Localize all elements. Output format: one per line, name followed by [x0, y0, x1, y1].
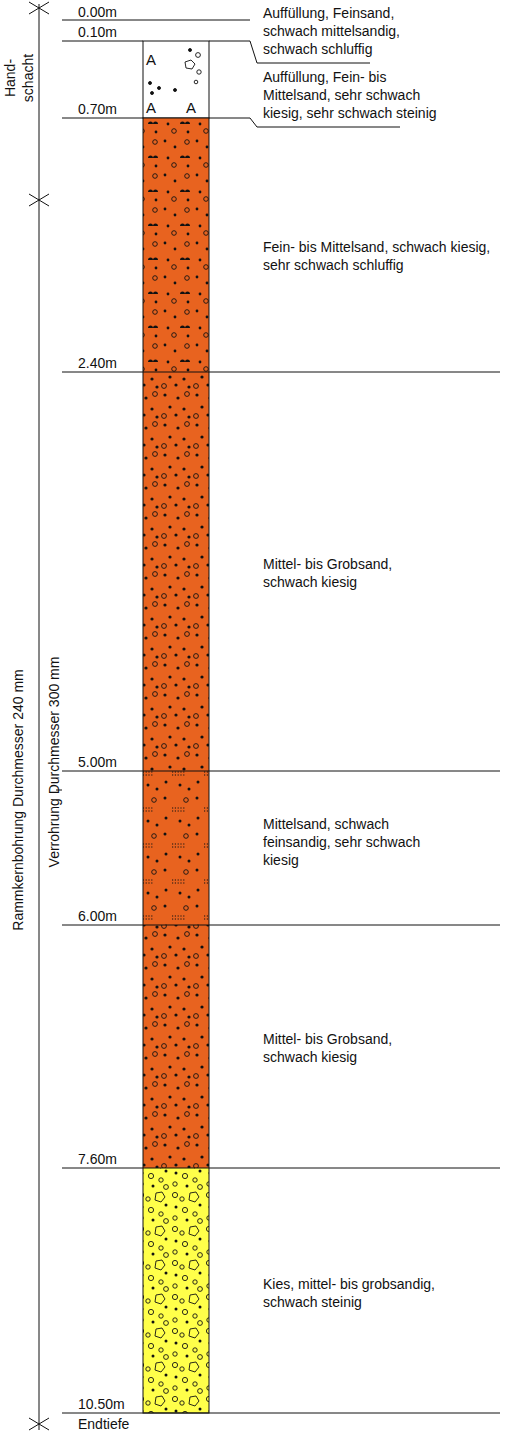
section-label: Verrohrung Durchmesser 300 mm	[45, 657, 63, 868]
fill-symbol: A	[186, 100, 196, 115]
layer-description: Fein- bis Mittelsand, schwach kiesig, se…	[263, 238, 508, 274]
depth-label: 0.00m	[78, 3, 117, 21]
depth-label: 6.00m	[78, 907, 117, 925]
depth-label: Endtiefe	[78, 1415, 129, 1433]
depth-label: 7.60m	[78, 1150, 117, 1168]
layer-description: Mittel- bis Grobsand, schwach kiesig	[263, 1030, 428, 1066]
layer-description: Kies, mittel- bis grobsandig, schwach st…	[263, 1275, 473, 1311]
depth-label: 2.40m	[78, 354, 117, 372]
layer-description: Mittelsand, schwach feinsandig, sehr sch…	[263, 815, 438, 869]
depth-label: 5.00m	[78, 753, 117, 771]
layer-description: Auffüllung, Fein- bis Mittelsand, sehr s…	[263, 68, 458, 122]
depth-label: 0.70m	[78, 100, 117, 118]
depth-label: 0.10m	[78, 23, 117, 41]
layer-description: Mittel- bis Grobsand, schwach kiesig	[263, 555, 428, 591]
depth-label: 10.50m	[78, 1395, 125, 1413]
layer-description: Auffüllung, Feinsand, schwach mittelsand…	[263, 4, 428, 58]
fill-symbol: A	[146, 52, 156, 67]
section-label: Rammkernbohrung Durchmesser 240 mm	[9, 669, 27, 930]
section-label: Hand- schacht	[1, 46, 37, 110]
fill-symbol: A	[146, 100, 156, 115]
